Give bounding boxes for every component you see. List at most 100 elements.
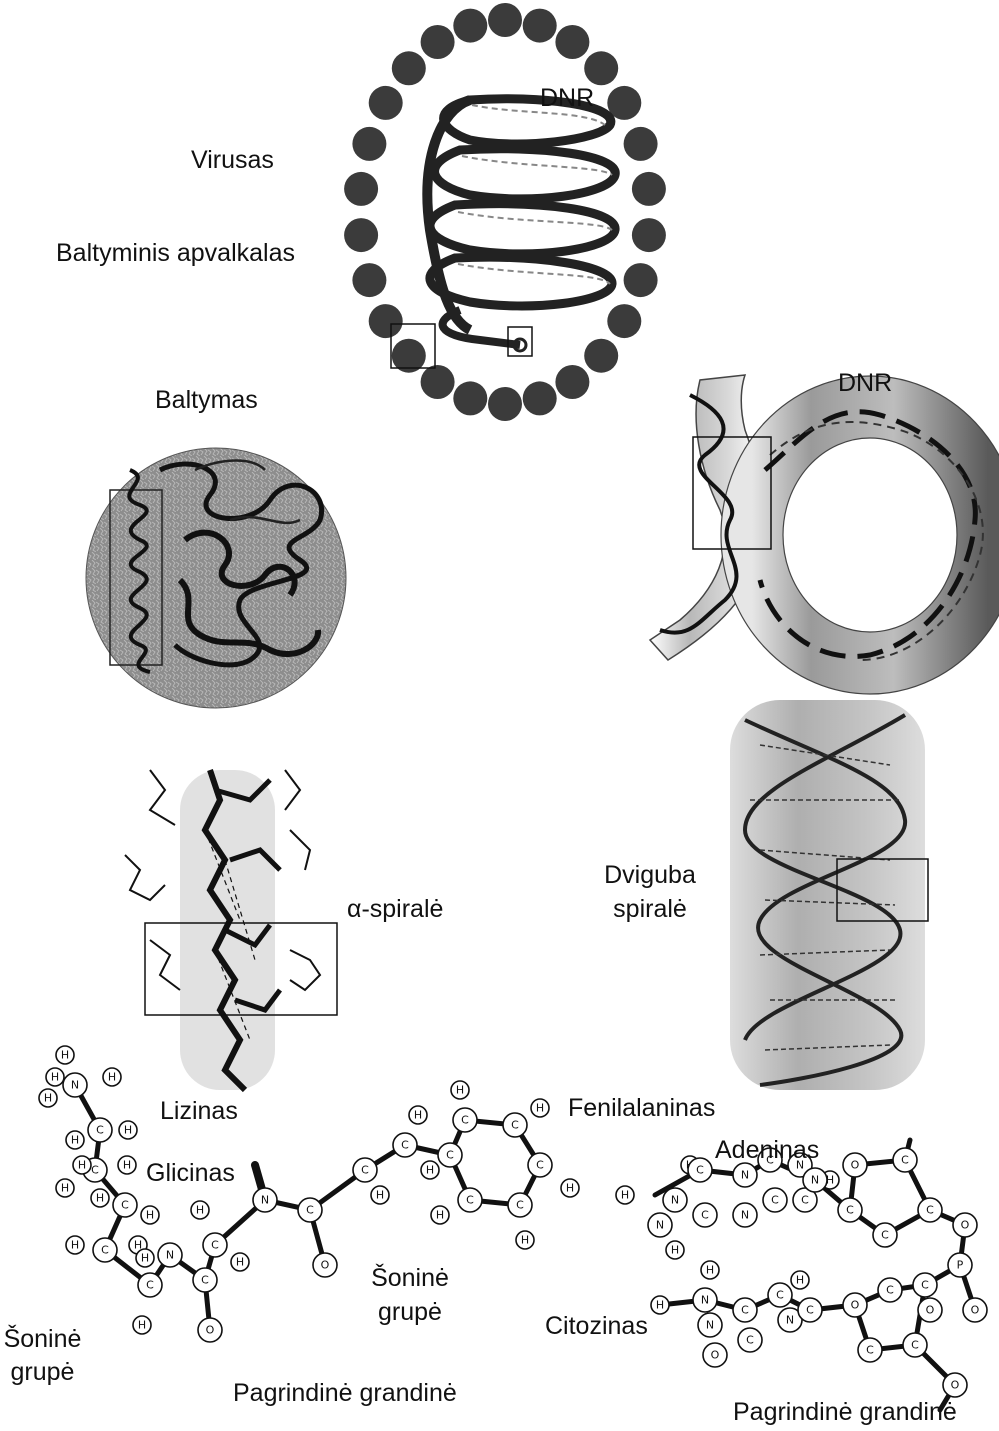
svg-text:H: H [706,1264,714,1277]
carbon-atom: C [93,1238,117,1262]
svg-text:C: C [901,1154,909,1167]
svg-text:H: H [146,1209,154,1222]
carbon-atom: C [768,1283,792,1307]
oxygen-atom: O [198,1318,222,1342]
svg-text:H: H [96,1192,104,1205]
svg-text:H: H [376,1189,384,1202]
svg-text:H: H [236,1256,244,1269]
hydrogen-atom: H [39,1089,57,1107]
hydrogen-atom: H [56,1046,74,1064]
svg-text:H: H [78,1159,86,1172]
double-helix-label-line2: spiralė [590,895,710,924]
svg-text:C: C [881,1229,889,1242]
carbon-atom: C [688,1158,712,1182]
svg-text:N: N [166,1249,174,1262]
svg-text:O: O [321,1259,330,1272]
hydrogen-atom: H [409,1106,427,1124]
hydrogen-atom: H [56,1179,74,1197]
svg-text:C: C [121,1199,129,1212]
svg-text:C: C [516,1199,524,1212]
svg-text:H: H [796,1274,804,1287]
capsid-protein-bead [632,172,666,206]
svg-text:C: C [211,1239,219,1252]
svg-text:H: H [61,1182,69,1195]
capsid-protein-bead [344,172,378,206]
svg-text:C: C [741,1304,749,1317]
svg-text:C: C [201,1274,209,1287]
carbon-atom: C [203,1233,227,1257]
hydrogen-atom: H [73,1156,91,1174]
hydrogen-atom: H [46,1068,64,1086]
side-group-left-label-line2: grupė [0,1358,85,1387]
hydrogen-atom: H [651,1296,669,1314]
svg-text:C: C [911,1339,919,1352]
nitrogen-atom: N [648,1213,672,1237]
hydrogen-atom: H [119,1121,137,1139]
hydrogen-atom: H [118,1156,136,1174]
hydrogen-atom: H [136,1249,154,1267]
hydrogen-atom: H [701,1261,719,1279]
svg-text:H: H [456,1084,464,1097]
hydrogen-atom: H [231,1253,249,1271]
nitrogen-atom: N [663,1188,687,1212]
oxygen-atom: O [963,1298,987,1322]
svg-text:O: O [711,1349,720,1362]
capsid-protein-bead [344,218,378,252]
svg-text:N: N [71,1079,79,1092]
svg-text:H: H [621,1189,629,1202]
svg-text:C: C [696,1164,704,1177]
dna-right-label: DNR [838,369,892,398]
svg-text:C: C [306,1204,314,1217]
capsid-protein-bead [352,127,386,161]
svg-text:O: O [971,1304,980,1317]
nitrogen-atom: N [63,1073,87,1097]
svg-text:C: C [446,1149,454,1162]
hydrogen-atom: H [431,1206,449,1224]
nitrogen-atom: N [253,1188,277,1212]
virus-label: Virusas [191,146,274,175]
double-helix-label-line1: Dviguba [590,861,710,890]
carbon-atom: C [353,1158,377,1182]
svg-text:C: C [461,1114,469,1127]
adenine-label: Adeninas [715,1136,819,1165]
hydrogen-atom: H [66,1236,84,1254]
svg-text:C: C [776,1289,784,1302]
svg-text:H: H [196,1204,204,1217]
oxygen-atom: O [703,1343,727,1367]
capsid-label: Baltyminis apvalkalas [56,239,295,268]
svg-text:H: H [566,1182,574,1195]
carbon-atom: C [693,1203,717,1227]
protein-globule [86,448,346,708]
svg-text:N: N [741,1209,749,1222]
carbon-atom: C [763,1188,787,1212]
svg-text:C: C [921,1279,929,1292]
svg-text:H: H [124,1124,132,1137]
double-helix-model [730,700,928,1090]
nitrogen-atom: N [698,1313,722,1337]
side-group-left-label-line1: Šoninė [0,1325,85,1354]
svg-text:O: O [926,1304,935,1317]
carbon-atom: C [858,1338,882,1362]
capsid-protein-bead [624,127,658,161]
virus-dna-coil [427,99,615,351]
svg-text:C: C [846,1204,854,1217]
hydrogen-atom: H [133,1316,151,1334]
backbone-left-label: Pagrindinė grandinė [233,1379,457,1408]
svg-text:N: N [706,1319,714,1332]
hydrogen-atom: H [791,1271,809,1289]
capsid-protein-bead [624,263,658,297]
hydrogen-atom: H [421,1161,439,1179]
svg-text:H: H [436,1209,444,1222]
hydrogen-atom: H [371,1186,389,1204]
svg-text:H: H [44,1092,52,1105]
svg-text:H: H [536,1102,544,1115]
nitrogen-atom: N [733,1203,757,1227]
capsid-protein-bead [369,86,403,120]
svg-text:H: H [414,1109,422,1122]
svg-text:C: C [806,1304,814,1317]
svg-text:H: H [521,1234,529,1247]
capsid-protein-bead [632,218,666,252]
virus-capsid [344,3,666,421]
svg-text:C: C [511,1119,519,1132]
hydrogen-atom: H [191,1201,209,1219]
